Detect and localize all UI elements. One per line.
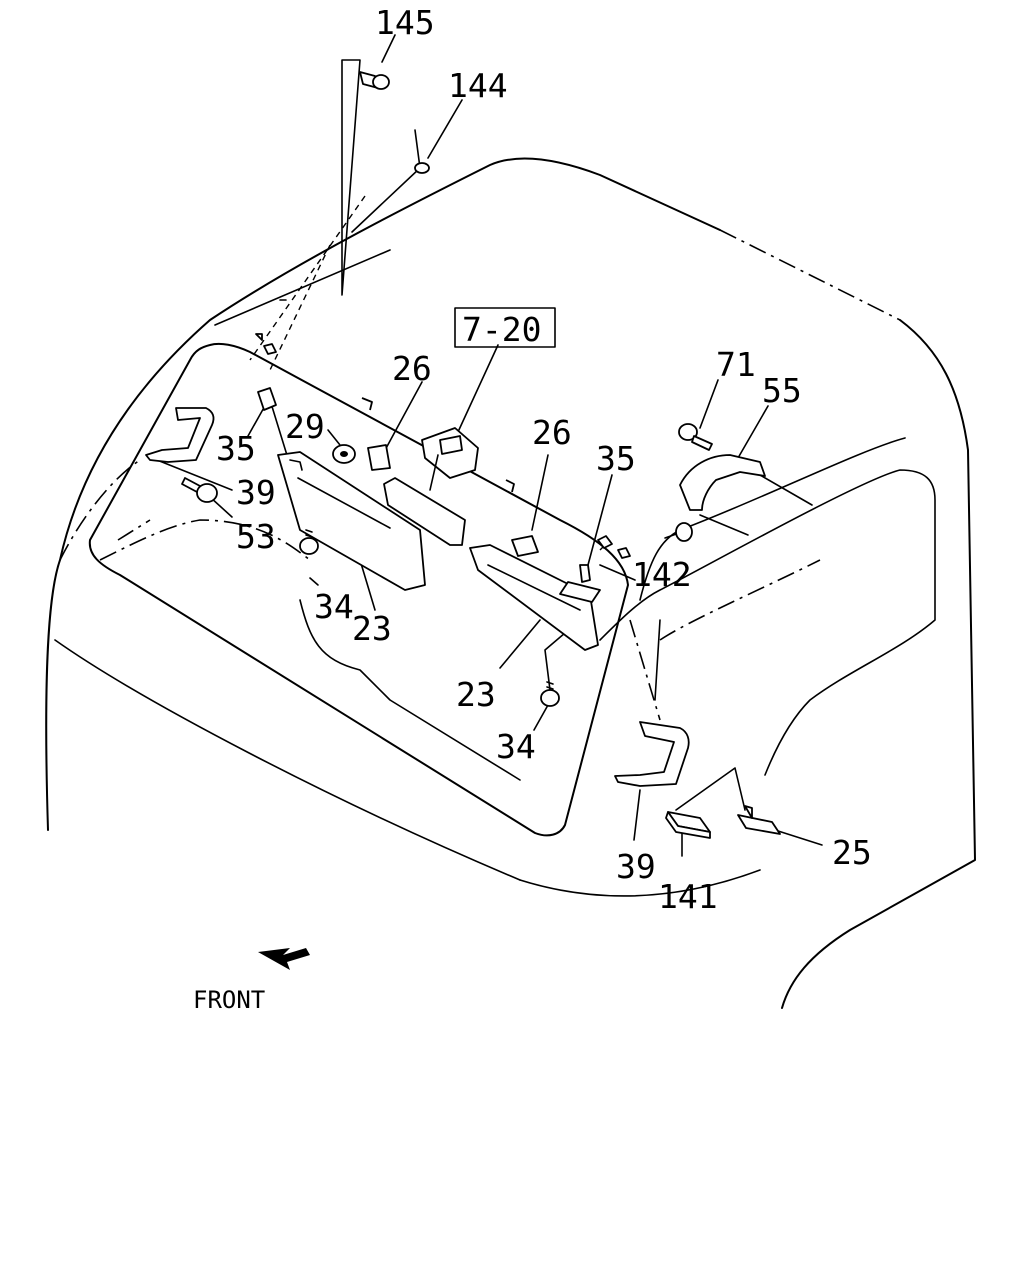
callout-53: 53 — [236, 517, 276, 556]
callout-23-left: 23 — [352, 609, 392, 648]
callout-34-left: 34 — [314, 587, 354, 626]
vehicle-body-outline — [45, 157, 976, 1009]
callout-29: 29 — [285, 407, 325, 446]
clip-34-left-icon — [299, 529, 319, 555]
reference-box-label: 7-20 — [462, 310, 541, 349]
visor-holder-26-right-icon — [505, 479, 539, 557]
callout-labels: 145 144 26 29 35 39 53 34 23 26 35 23 34… — [216, 3, 872, 916]
front-arrow-icon — [258, 948, 310, 970]
callout-25: 25 — [832, 833, 872, 872]
sun-visor-23-right-icon — [469, 544, 599, 651]
visor-hook-35-right-icon — [559, 535, 631, 603]
screw-145-icon — [359, 71, 390, 90]
callout-142: 142 — [632, 555, 692, 594]
callout-39-left: 39 — [236, 473, 276, 512]
callout-23-right: 23 — [456, 675, 496, 714]
callout-39-right: 39 — [616, 847, 656, 886]
assist-grip-39-right-icon — [614, 721, 690, 787]
callout-34-right: 34 — [496, 727, 536, 766]
callout-35-right: 35 — [596, 439, 636, 478]
callout-144: 144 — [448, 66, 508, 105]
visor-hook-35-left-icon — [255, 333, 277, 411]
sun-visor-23-left-icon — [277, 451, 426, 591]
cover-141-icon — [665, 811, 711, 839]
bracket-25-icon — [737, 805, 781, 835]
front-label: FRONT — [193, 986, 265, 1014]
assist-grip-55-icon — [679, 454, 766, 511]
front-direction-indicator: FRONT — [193, 948, 310, 1014]
callout-145: 145 — [375, 3, 435, 42]
assist-grip-39-left-icon — [145, 407, 215, 463]
clip-34-right-icon — [540, 681, 560, 707]
callout-55: 55 — [762, 371, 802, 410]
callout-35-left: 35 — [216, 429, 256, 468]
windshield — [88, 249, 629, 837]
bolt-53-icon — [181, 477, 218, 503]
callout-26-left: 26 — [392, 349, 432, 388]
callout-71: 71 — [716, 345, 756, 384]
clip-144-icon — [414, 162, 430, 174]
leader-lines — [156, 34, 823, 857]
visor-holder-26-left-icon — [361, 397, 391, 471]
callout-26-right: 26 — [532, 413, 572, 452]
callout-141: 141 — [658, 877, 718, 916]
cap-142-icon — [675, 522, 693, 542]
reference-box-7-20[interactable]: 7-20 — [454, 307, 556, 349]
grommet-29-icon — [332, 444, 356, 464]
bolt-71-icon — [678, 423, 713, 451]
room-mirror-7-20-icon — [383, 427, 479, 546]
